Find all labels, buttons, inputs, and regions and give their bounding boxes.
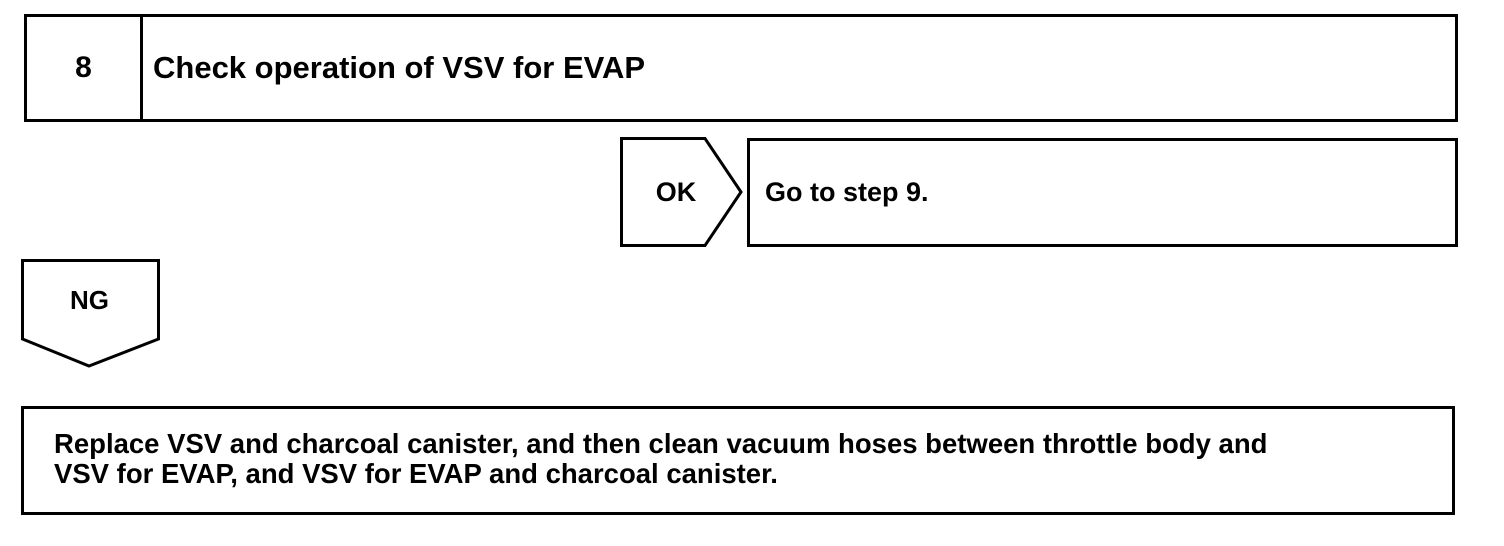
ok-result-box: Go to step 9. xyxy=(747,138,1458,247)
action-text-line-1: Replace VSV and charcoal canister, and t… xyxy=(54,428,1268,459)
ok-result-text: Go to step 9. xyxy=(765,177,929,207)
action-box: Replace VSV and charcoal canister, and t… xyxy=(21,406,1455,515)
ng-label: NG xyxy=(70,284,109,315)
ok-arrow-shape xyxy=(620,137,743,247)
step-number: 8 xyxy=(27,17,143,119)
ng-arrow-shape xyxy=(21,259,160,368)
action-text-line-2: VSV for EVAP, and VSV for EVAP and charc… xyxy=(54,458,778,489)
step-box: 8 Check operation of VSV for EVAP xyxy=(24,14,1458,122)
step-title: Check operation of VSV for EVAP xyxy=(153,50,646,85)
ok-label: OK xyxy=(655,176,697,207)
